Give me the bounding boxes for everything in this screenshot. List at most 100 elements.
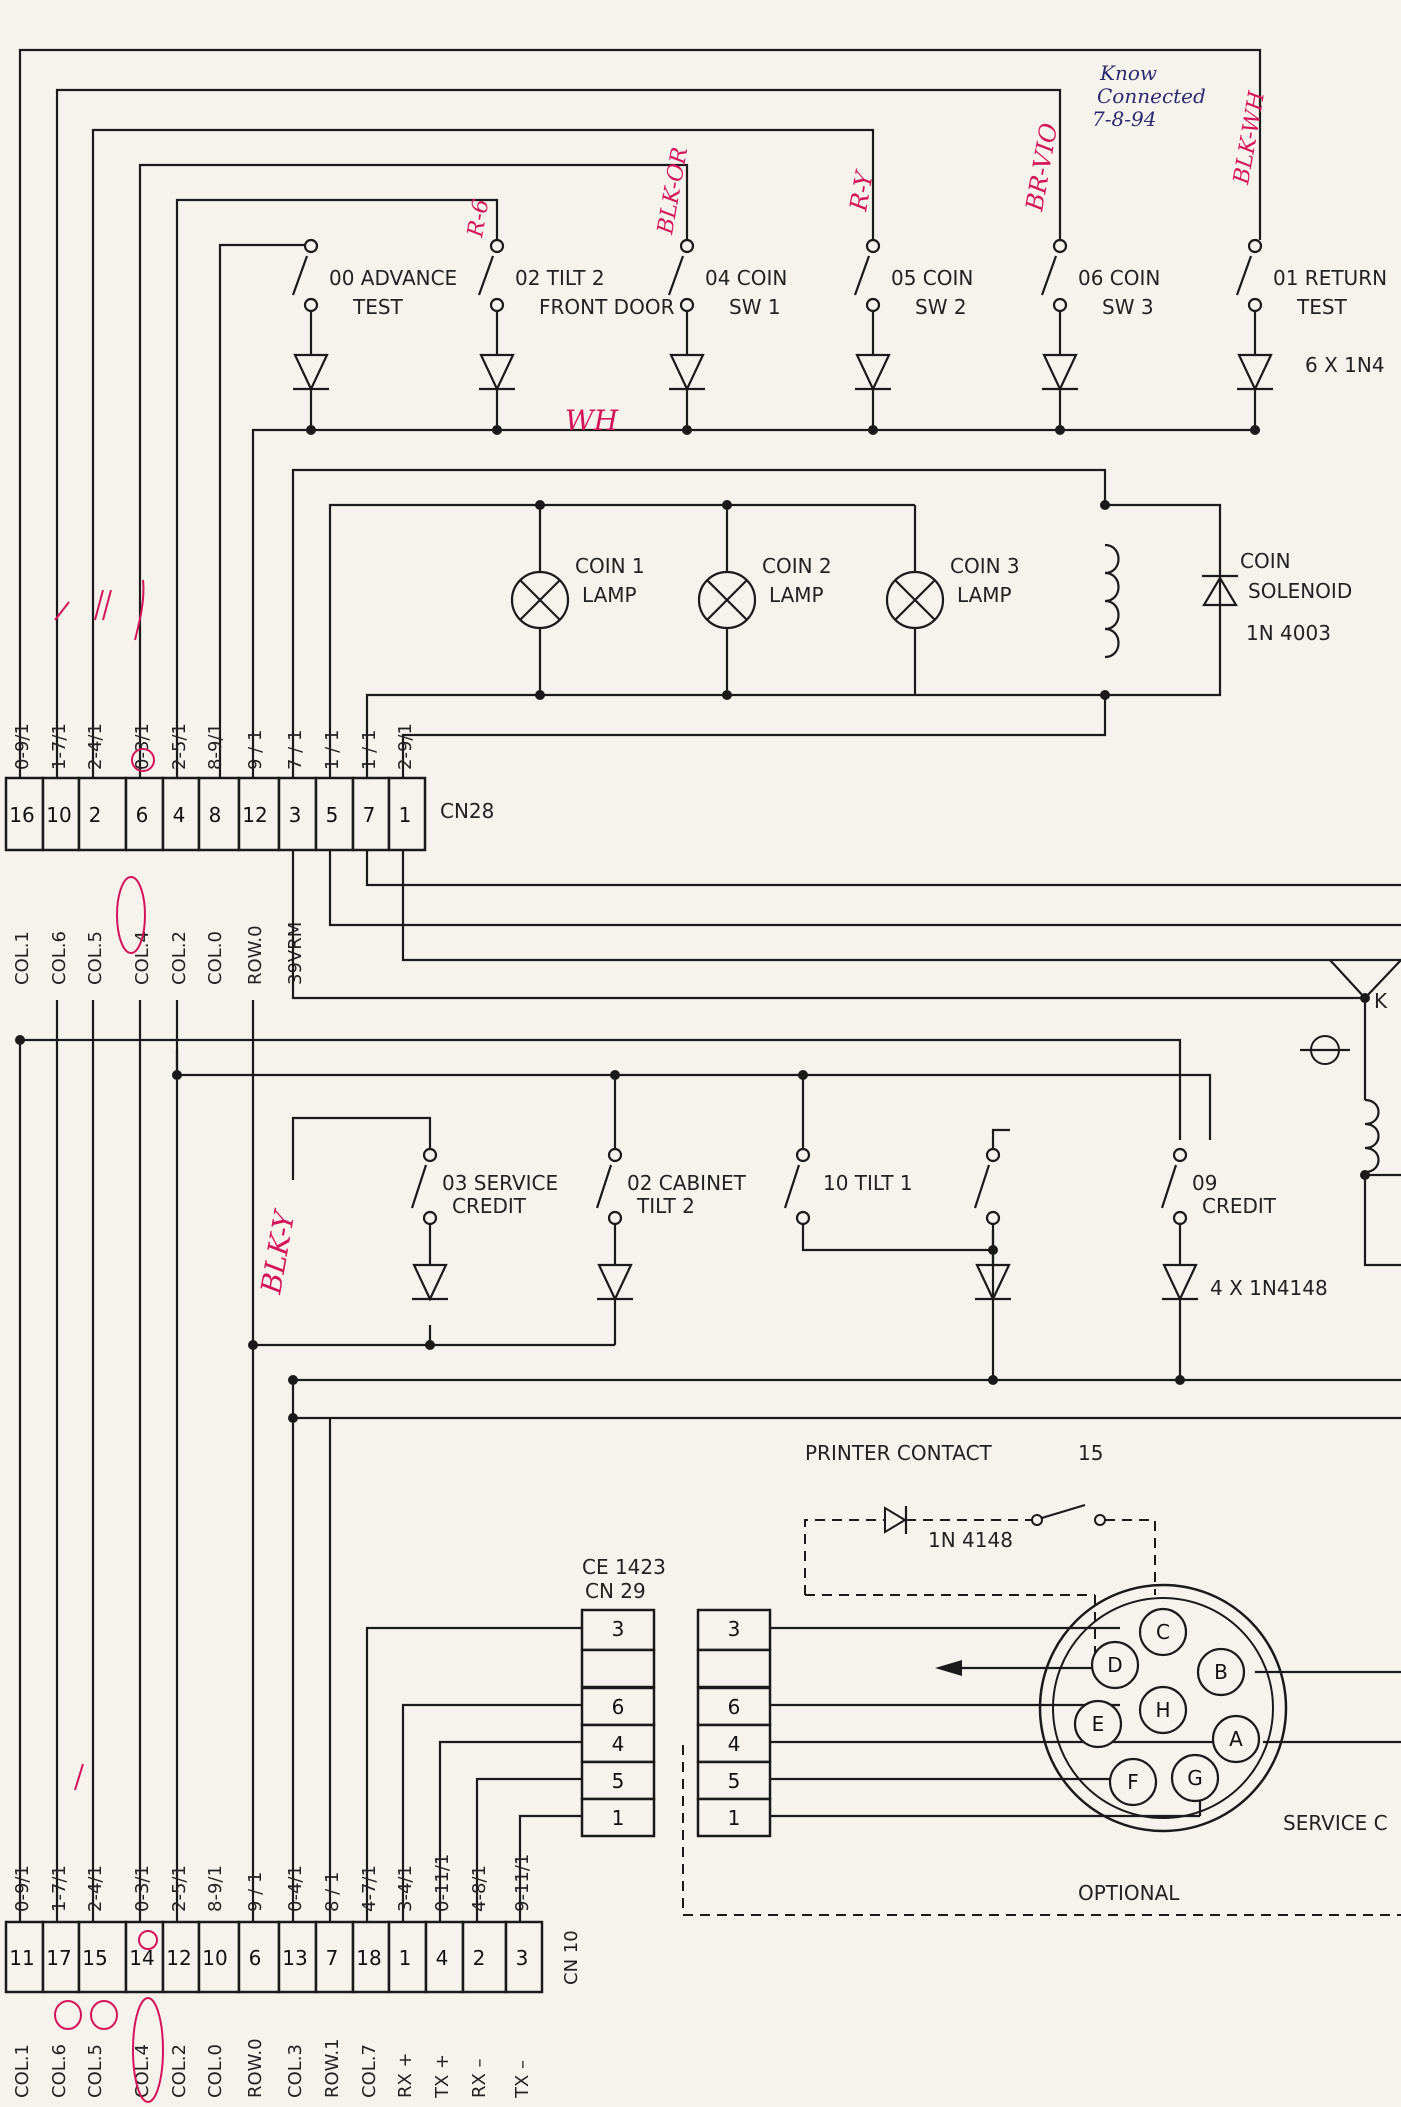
cn29-pin-box-1 [580,1648,656,1689]
top-junction-1 [492,425,502,435]
cn10-pin-9: 18 [356,1946,381,1970]
top-switch-1-terminal-bottom [489,297,505,313]
cn28-pin-4: 4 [173,803,186,827]
hand-blk-wh: BLK-WH [1229,89,1270,187]
service-label: SERVICE C [1283,1811,1388,1835]
top-switch-0-diode-icon [293,353,329,392]
mid-switch-sub-3: CREDIT [1202,1194,1277,1218]
service-pin-6-ring [1108,1757,1158,1807]
service-pin-1-ring [1090,1640,1140,1690]
hand-br-vio: BR-VIO [1020,121,1063,214]
service-pin-5: A [1229,1727,1243,1751]
plug-pin-5: 1 [728,1806,741,1830]
cn28-pin-box-9 [351,776,391,852]
cn10-bottom-label-9: COL.7 [359,2044,380,2098]
printer-num: 15 [1078,1441,1103,1465]
top-junction-4 [1055,425,1065,435]
lamp-label-2: COIN 3 [950,554,1020,578]
mid-switch-label-2: 10 TILT 1 [823,1171,913,1195]
mid-switch-0-terminal-top [422,1147,438,1163]
mid-switch-2b-terminal-bottom [985,1210,1001,1226]
solenoid-diode-icon [1202,575,1238,607]
mid-switch-2-diode-icon [975,1263,1011,1302]
cn10-pin-10: 1 [399,1946,412,1970]
cn28-bottom-label-7: 39VRM [285,922,306,985]
cn29-pin-3: 4 [612,1732,625,1756]
cn10-pin-box-8 [314,1920,355,1994]
cn28-pin-box-4 [161,776,201,852]
service-pin-3-ring [1073,1699,1123,1749]
top-switch-5-terminal-top [1247,238,1263,254]
cn10-top-label-13: 9-11/1 [512,1854,533,1912]
hand-blk-y: BLK-Y [254,1206,302,1297]
cn10-bottom-label-4: COL.2 [169,2044,190,2098]
cn28-top-label-9: 1 / 1 [359,730,380,770]
cn28-pin-box-5 [197,776,241,852]
lamp-sub-1: LAMP [769,583,824,607]
service-pin-7-ring [1170,1753,1220,1803]
cn28-bottom-label-3: COL.4 [132,931,153,985]
service-pin-2-ring [1196,1647,1246,1697]
solenoid-part: 1N 4003 [1246,621,1331,645]
mid-switch-3-terminal-top [1172,1147,1188,1163]
cn10-top-label-10: 3-4/1 [395,1865,416,1912]
mid-switch-2-terminal-bottom [795,1210,811,1226]
top-switch-0-terminal-bottom [303,297,319,313]
service-pin-4: H [1155,1698,1170,1722]
plug-pin-0: 3 [728,1617,741,1641]
cn10-top-label-7: 0-4/1 [285,1865,306,1912]
plug-pin-box-1 [696,1648,772,1689]
cn28-pin-1: 10 [46,803,71,827]
cn10-bottom-label-2: COL.5 [85,2044,106,2098]
cn10-bottom-label-10: RX + [395,2052,416,2098]
top-junction-3 [868,425,878,435]
top-switch-4-terminal-top [1052,238,1068,254]
top-switch-2-contact [667,255,685,296]
cn10-pin-1: 17 [46,1946,71,1970]
top-switch-0-terminal-top [303,238,319,254]
top-switch-label-2: 04 COIN [705,266,787,290]
cn10-top-label-2: 2-4/1 [85,1865,106,1912]
cn28-top-label-10: 2-9/1 [395,723,416,770]
mid-switch-0-contact [410,1164,428,1209]
top-switch-3-contact [853,255,871,296]
service-pin-5-ring [1211,1714,1261,1764]
cn10-pin-box-12 [461,1920,508,1994]
top-junction-0 [306,425,316,435]
cn10-pin-3: 14 [129,1946,154,1970]
service-pin-4-ring [1138,1685,1188,1735]
cn10-pin-box-13 [504,1920,544,1994]
service-pin-7: G [1187,1766,1203,1790]
printer-contact: PRINTER CONTACT 15 1N 4148 [804,1441,1156,1660]
top-switch-3-terminal-top [865,238,881,254]
lamp-label-0: COIN 1 [575,554,645,578]
cn28-pin-box-2 [77,776,128,852]
cn28-top-label-4: 2-5/1 [169,723,190,770]
cn10-pin-box-1 [41,1920,81,1994]
lamp-label-1: COIN 2 [762,554,832,578]
top-switch-4-diode-icon [1042,353,1078,392]
hand-note-1: Know [1099,61,1157,85]
cn10-pin-12: 2 [473,1946,486,1970]
mid-switch-2b-contact [973,1164,991,1209]
top-switch-5-contact [1235,255,1253,296]
long-bus-wires [18,1000,255,1985]
top-switch-4-contact [1040,255,1058,296]
service-connector-outer [1038,1583,1288,1833]
cn10-pin-5: 10 [202,1946,227,1970]
cn10-bottom-label-12: RX – [469,2058,490,2098]
cn28-top-label-0: 0-9/1 [12,723,33,770]
plug-pin-box-3 [696,1723,772,1764]
cn28-top-label-7: 7 / 1 [285,730,306,770]
cn10-top-label-1: 1-7/1 [49,1865,70,1912]
cn10-top-label-9: 4-7/1 [359,1865,380,1912]
top-switch-0-contact [291,255,309,296]
cn28-pin-9: 7 [363,803,376,827]
cn10-pin-box-4 [161,1920,201,1994]
handwritten-notes: Know Connected 7-8-94 R-6 BLK-OR R-Y BR-… [54,61,1270,2103]
top-switch-sub-3: SW 2 [915,295,967,319]
